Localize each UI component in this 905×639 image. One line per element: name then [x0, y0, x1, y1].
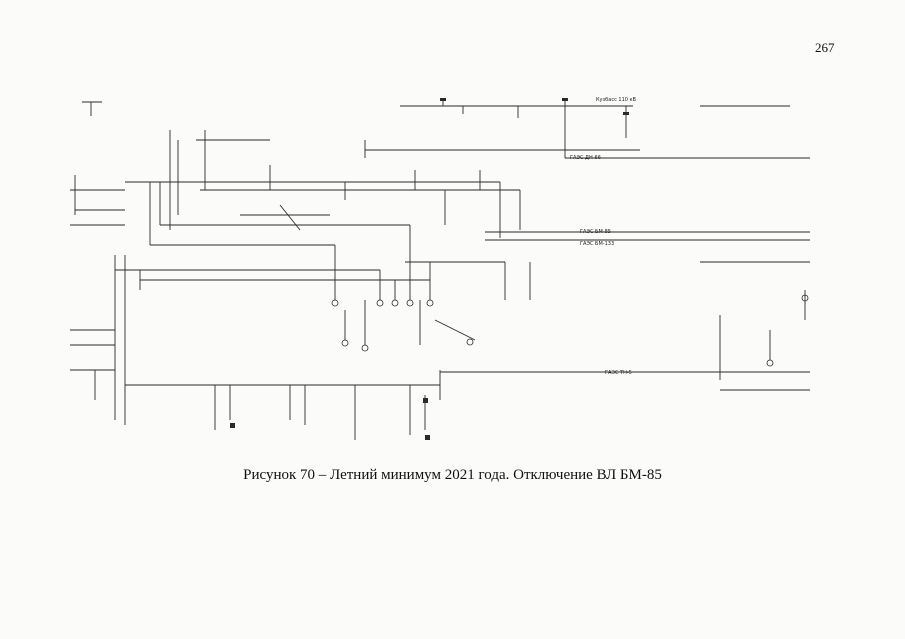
line-tn5-label: ГАЭС ТН-5: [605, 370, 632, 376]
page-number: 267: [815, 40, 835, 55]
line-bm133-label: ГАЭС БМ-133: [580, 241, 614, 247]
line-dn66-label: ГАЭС ДН-66: [570, 155, 601, 161]
line-bm85-label: ГАЭС БМ-85: [580, 229, 611, 235]
kuzbass-label: Кузбасс 110 кВ: [596, 97, 637, 103]
figure-caption: Рисунок 70 – Летний минимум 2021 года. О…: [243, 467, 662, 483]
